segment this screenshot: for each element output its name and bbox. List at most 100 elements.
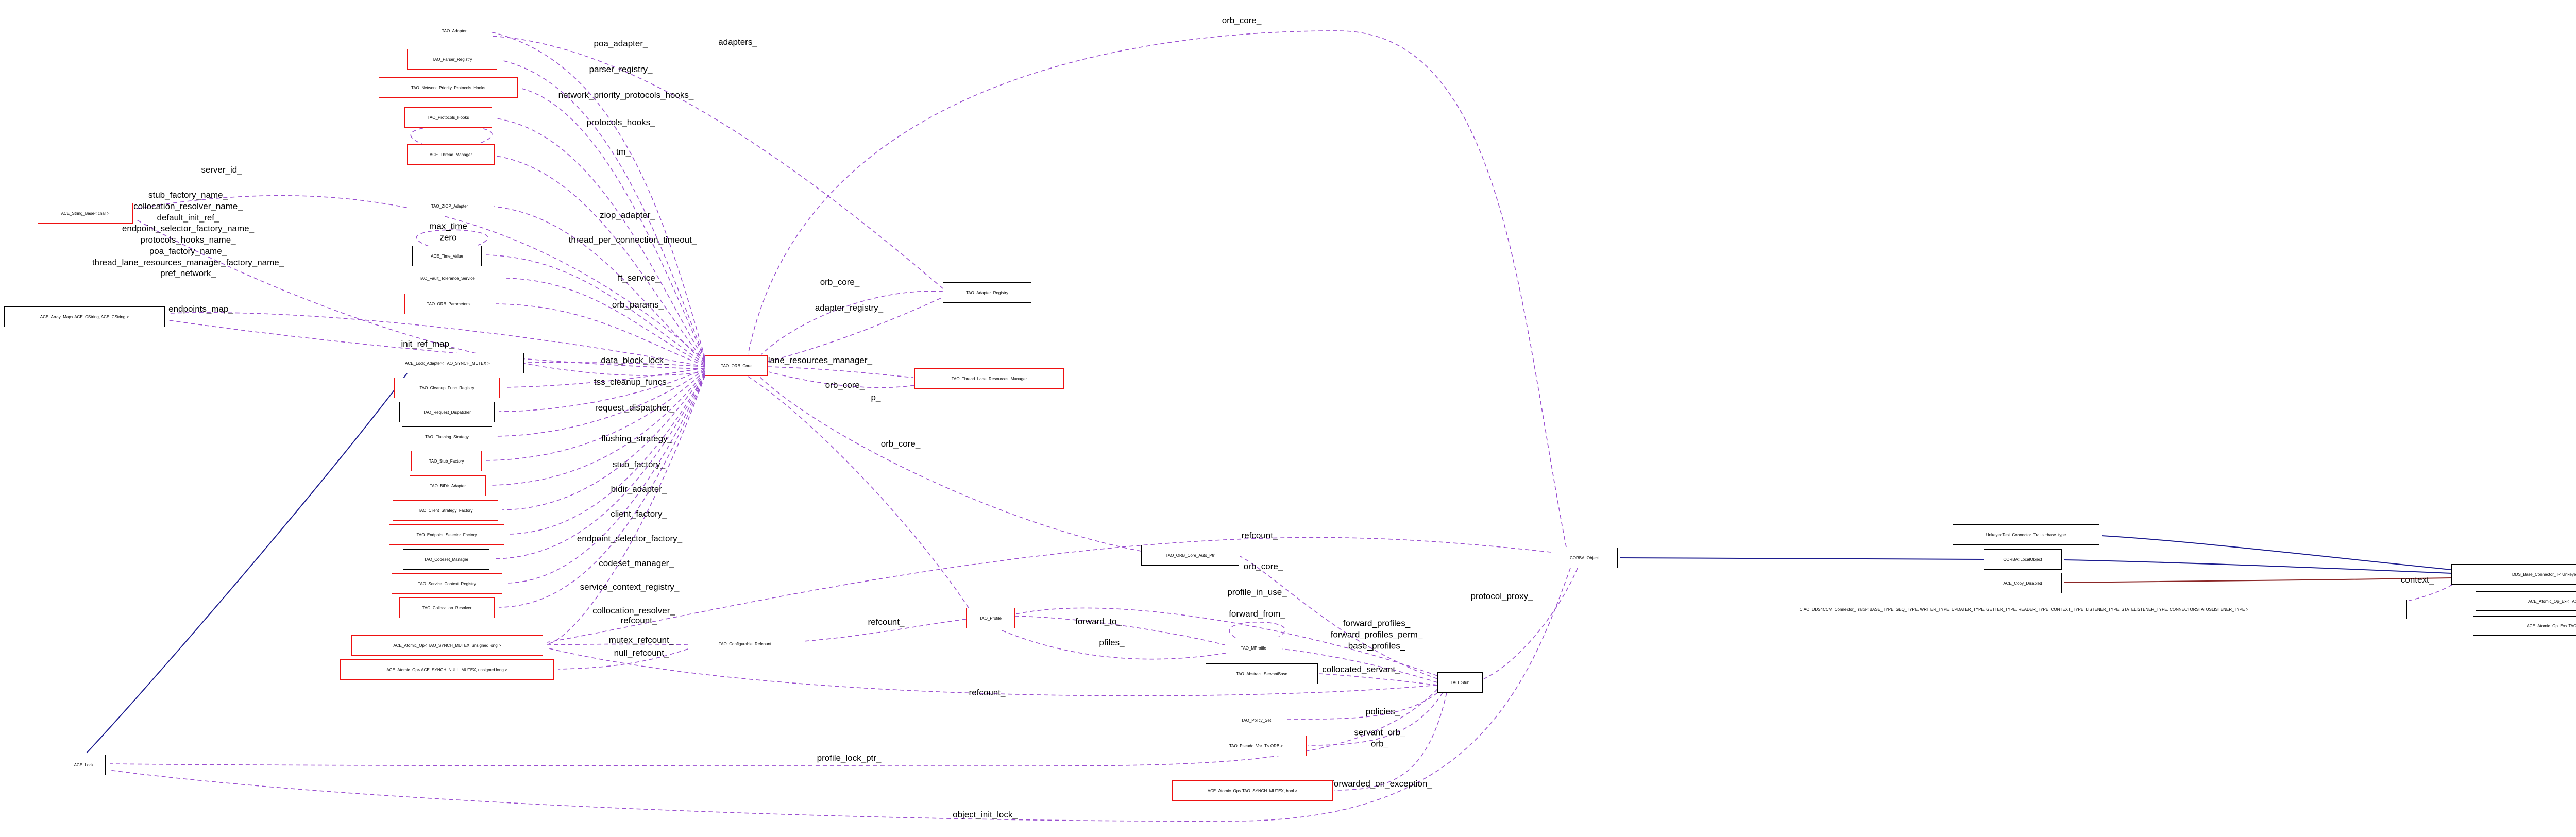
class-node-tao-protocols-hooks[interactable]: TAO_Protocols_Hooks	[404, 107, 492, 128]
member-edge	[137, 195, 705, 361]
edge-label: forward_to_	[1075, 617, 1122, 627]
member-edge	[496, 118, 705, 361]
edge-label: forward_from_	[1229, 609, 1285, 619]
class-node-ace-atomic-op-bool[interactable]: ACE_Atomic_Op< TAO_SYNCH_MUTEX, bool >	[1172, 780, 1333, 801]
edge-label: protocol_proxy_	[1470, 591, 1533, 602]
edge-label: endpoint_selector_factory_	[577, 534, 683, 544]
class-node-tao-policy-set[interactable]: TAO_Policy_Set	[1226, 710, 1286, 730]
class-node-ace-lock-adapter[interactable]: ACE_Lock_Adapter< TAO_SYNCH_MUTEX >	[371, 353, 524, 373]
edge-label: null_refcount_	[614, 648, 669, 658]
edge-label: collocated_servant_	[1322, 664, 1400, 675]
member-edge	[1282, 648, 1438, 683]
edge-label: forward_profiles_ forward_profiles_perm_…	[1330, 618, 1423, 651]
inheritance-edge	[86, 373, 408, 754]
class-node-tao-configurable-refcount[interactable]: TAO_Configurable_Refcount	[688, 634, 802, 654]
member-edge	[506, 374, 705, 584]
edge-label: orb_core_	[820, 277, 860, 287]
class-node-ace-string-base[interactable]: ACE_String_Base< char >	[38, 203, 133, 224]
edge-label: refcount_	[1241, 531, 1278, 541]
member-edge	[134, 218, 705, 376]
class-node-tao-service-context-registry[interactable]: TAO_Service_Context_Registry	[392, 573, 502, 594]
edge-label: orb_core_	[1222, 15, 1262, 26]
edge-label: parser_registry_	[589, 64, 653, 75]
member-edge	[490, 31, 705, 358]
class-node-corba-localobject[interactable]: CORBA::LocalObject	[1984, 549, 2062, 570]
class-node-tao-codeset-manager[interactable]: TAO_Codeset_Manager	[403, 549, 489, 570]
edge-label: tm_	[616, 147, 631, 157]
edge-label: adapter_registry_	[815, 303, 884, 313]
class-node-tao-thread-lane-resources-manager[interactable]: TAO_Thread_Lane_Resources_Manager	[914, 368, 1064, 389]
inheritance-edge	[1619, 557, 1984, 560]
class-node-ace-atomic-op-null-ulong[interactable]: ACE_Atomic_Op< ACE_SYNCH_NULL_MUTEX, uns…	[340, 659, 554, 680]
edge-label: codeset_manager_	[599, 558, 674, 569]
class-node-tao-network-priority-protocols-hooks[interactable]: TAO_Network_Priority_Protocols_Hooks	[379, 77, 518, 98]
member-edge	[1014, 616, 1225, 645]
class-node-tao-adapter-registry[interactable]: TAO_Adapter_Registry	[943, 282, 1031, 303]
member-edge	[493, 206, 705, 363]
class-node-tao-bidir-adapter[interactable]: TAO_BiDir_Adapter	[410, 475, 486, 496]
private-inheritance-edge	[2063, 577, 2452, 583]
class-node-unkeyedtest-connector-traits-base-type[interactable]: UnkeyedTest_Connector_Traits ::base_type	[1953, 524, 2099, 545]
member-edge	[803, 619, 967, 642]
class-node-ace-atomic-op-ex-datanumber[interactable]: ACE_Atomic_Op_Ex< TAO_SYNCH_MUTEX,::CCM_…	[2473, 616, 2576, 636]
member-edge	[498, 375, 705, 608]
class-node-ace-atomic-op-ex-listenermode[interactable]: ACE_Atomic_Op_Ex< TAO_SYNCH_MUTEX,::CCM_…	[2476, 591, 2576, 611]
class-node-tao-orb-core[interactable]: TAO_ORB_Core	[705, 355, 768, 376]
class-node-tao-cleanup-func-registry[interactable]: TAO_Cleanup_Func_Registry	[394, 378, 500, 398]
class-node-ciao-dds4ccm-connector-traits[interactable]: CIAO::DDS4CCM::Connector_Traits< BASE_TY…	[1641, 600, 2407, 619]
edge-label: stub_factory_	[612, 459, 666, 470]
edge-label: mutex_refcount_	[608, 635, 674, 645]
member-edge	[493, 374, 705, 559]
class-node-tao-parser-registry[interactable]: TAO_Parser_Registry	[407, 49, 497, 70]
member-edge	[498, 368, 705, 412]
class-node-tao-client-strategy-factory[interactable]: TAO_Client_Strategy_Factory	[393, 500, 498, 521]
class-node-ace-array-map[interactable]: ACE_Array_Map< ACE_CString, ACE_CString …	[4, 306, 165, 327]
member-edge	[1307, 692, 1443, 746]
member-edge	[502, 372, 705, 510]
class-node-ace-copy-disabled[interactable]: ACE_Copy_Disabled	[1984, 573, 2062, 593]
edge-label: request_dispatcher_	[595, 403, 675, 413]
member-edge	[547, 537, 1551, 643]
class-node-corba-object[interactable]: CORBA::Object	[1551, 548, 1618, 568]
edge-label: p_	[871, 392, 881, 403]
class-node-tao-mprofile[interactable]: TAO_MProfile	[1226, 638, 1281, 658]
edge-label: orb_core_	[1243, 561, 1283, 572]
member-edge	[1318, 673, 1438, 686]
class-node-ace-lock[interactable]: ACE_Lock	[62, 755, 106, 775]
edge-label: adapters_	[718, 37, 757, 47]
class-node-tao-profile[interactable]: TAO_Profile	[966, 608, 1015, 628]
class-node-tao-request-dispatcher[interactable]: TAO_Request_Dispatcher	[399, 402, 495, 422]
class-node-tao-pseudo-var-t-orb[interactable]: TAO_Pseudo_Var_T< ORB >	[1206, 736, 1307, 756]
member-edge	[508, 373, 705, 535]
class-node-tao-adapter[interactable]: TAO_Adapter	[422, 21, 486, 41]
inheritance-edge	[2101, 535, 2452, 570]
class-node-tao-fault-tolerance-service[interactable]: TAO_Fault_Tolerance_Service	[392, 268, 502, 288]
edge-label: init_ref_map_	[401, 339, 454, 349]
edge-label: max_time zero	[429, 221, 467, 242]
edge-label: policies_	[1365, 707, 1400, 717]
edge-label: thread_lane_resources_manager_	[738, 355, 872, 366]
class-node-ace-thread-manager[interactable]: ACE_Thread_Manager	[407, 144, 495, 165]
class-node-dds-base-connector-t[interactable]: DDS_Base_Connector_T< UnkeyedTest_DDS_Tr…	[2451, 564, 2576, 585]
member-edge	[506, 278, 705, 365]
class-node-tao-ziop-adapter[interactable]: TAO_ZIOP_Adapter	[410, 196, 489, 216]
class-node-tao-flushing-strategy[interactable]: TAO_Flushing_Strategy	[402, 426, 492, 447]
class-node-tao-endpoint-selector-factory[interactable]: TAO_Endpoint_Selector_Factory	[389, 524, 504, 545]
member-edge	[748, 30, 1567, 548]
member-edge	[1229, 621, 1285, 638]
member-edge	[1483, 568, 1578, 679]
class-node-tao-orb-core-auto-ptr[interactable]: TAO_ORB_Core_Auto_Ptr	[1141, 545, 1239, 566]
class-node-tao-orb-parameters[interactable]: TAO_ORB_Parameters	[404, 294, 492, 314]
member-edge	[528, 362, 705, 367]
member-edge	[1333, 692, 1447, 791]
class-node-tao-stub[interactable]: TAO_Stub	[1437, 672, 1483, 693]
edge-label: thread_per_connection_timeout_	[568, 235, 697, 245]
class-node-tao-abstract-servantbase[interactable]: TAO_Abstract_ServantBase	[1206, 663, 1318, 684]
edge-label: protocols_hooks_	[586, 117, 655, 128]
member-edge	[168, 320, 705, 369]
class-node-tao-collocation-resolver[interactable]: TAO_Collocation_Resolver	[399, 597, 495, 618]
class-node-ace-atomic-op-ulong[interactable]: ACE_Atomic_Op< TAO_SYNCH_MUTEX, unsigned…	[351, 635, 543, 656]
class-node-ace-time-value[interactable]: ACE_Time_Value	[412, 246, 482, 266]
class-node-tao-stub-factory[interactable]: TAO_Stub_Factory	[411, 451, 482, 471]
